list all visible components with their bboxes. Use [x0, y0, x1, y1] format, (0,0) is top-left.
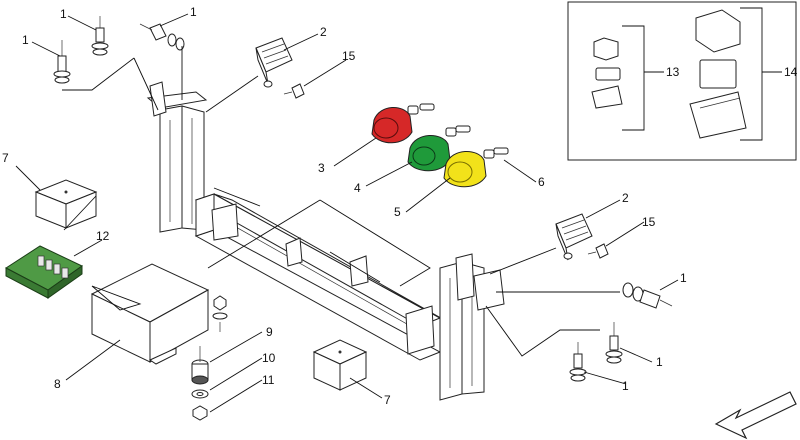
callout-1-top-middle: 1: [60, 7, 67, 21]
nut: [192, 405, 208, 421]
callout-1-right-gland: 1: [680, 271, 687, 285]
callout-12: 12: [96, 229, 110, 243]
yellow-cover: [443, 151, 487, 188]
sensor-leader-top-left: [62, 57, 135, 91]
connector-inset-frame: [567, 1, 797, 161]
small-connector-bracket: [622, 25, 645, 131]
callout-1-bottom-right-b: 1: [622, 379, 629, 393]
small-connector-set: [591, 37, 623, 109]
center-crossbeam: [194, 193, 449, 361]
large-connector-set: [689, 9, 747, 139]
red-cover: [371, 107, 413, 144]
callout-4: 4: [354, 181, 361, 195]
cable-gland-right: [622, 282, 673, 309]
control-unit-leader: [91, 285, 142, 311]
callout-15-lower: 15: [642, 215, 656, 229]
cable-gland-top: [139, 23, 185, 51]
callout-15-upper: 15: [342, 49, 356, 63]
callout-11: 11: [262, 373, 275, 387]
washer: [191, 389, 209, 399]
sensor-leader-top-right: [133, 57, 159, 111]
sensor-leader-bottom-right: [485, 305, 600, 357]
callout-14: 14: [784, 65, 798, 79]
control-unit-box: [90, 263, 210, 365]
callout-7-left: 7: [2, 151, 9, 165]
junction-box-left: [34, 179, 98, 229]
sensor-bottom-right-a: [605, 322, 623, 364]
large-connector-bracket: [740, 7, 763, 141]
plug-upper: [283, 83, 305, 99]
callout-leaders: [15, 13, 679, 413]
top-nut-washer: [212, 295, 228, 332]
pcb-terminal-board: [5, 245, 83, 299]
callout-2-lower: 2: [622, 191, 629, 205]
callout-13: 13: [666, 65, 680, 79]
callout-1-top-left: 1: [22, 33, 29, 47]
plug-lower: [587, 243, 609, 259]
callout-2-upper: 2: [320, 25, 327, 39]
sensor-top-left: [53, 40, 71, 84]
callout-5: 5: [394, 205, 401, 219]
led-lamp-upper: [255, 37, 293, 88]
outline-arrow-down-left-icon: [714, 391, 797, 440]
callout-10: 10: [262, 351, 276, 365]
lamp-bulbs: [407, 103, 509, 159]
junction-box-right: [312, 339, 368, 391]
isolator-mount: [191, 346, 209, 385]
green-cover: [407, 135, 451, 172]
callout-9: 9: [266, 325, 273, 339]
callout-3: 3: [318, 161, 325, 175]
led-lamp-lower: [555, 213, 593, 261]
callout-7-right: 7: [384, 393, 391, 407]
right-upright-post: [439, 253, 505, 401]
callout-1-bottom-right-a: 1: [656, 355, 663, 369]
callout-1-top-gland: 1: [190, 5, 197, 19]
callout-labels: 1 1 1 2 15 7 3 4 5 6 2 15 12 1 9 10 11 8…: [2, 5, 798, 407]
guide-lines: [207, 187, 431, 287]
sensor-top-middle: [91, 16, 109, 56]
lamp-leader-upper: [205, 75, 259, 113]
callout-8: 8: [54, 377, 61, 391]
lamp-leader-lower: [489, 247, 557, 275]
callout-6: 6: [538, 175, 545, 189]
sensor-bottom-right-b: [569, 342, 587, 382]
